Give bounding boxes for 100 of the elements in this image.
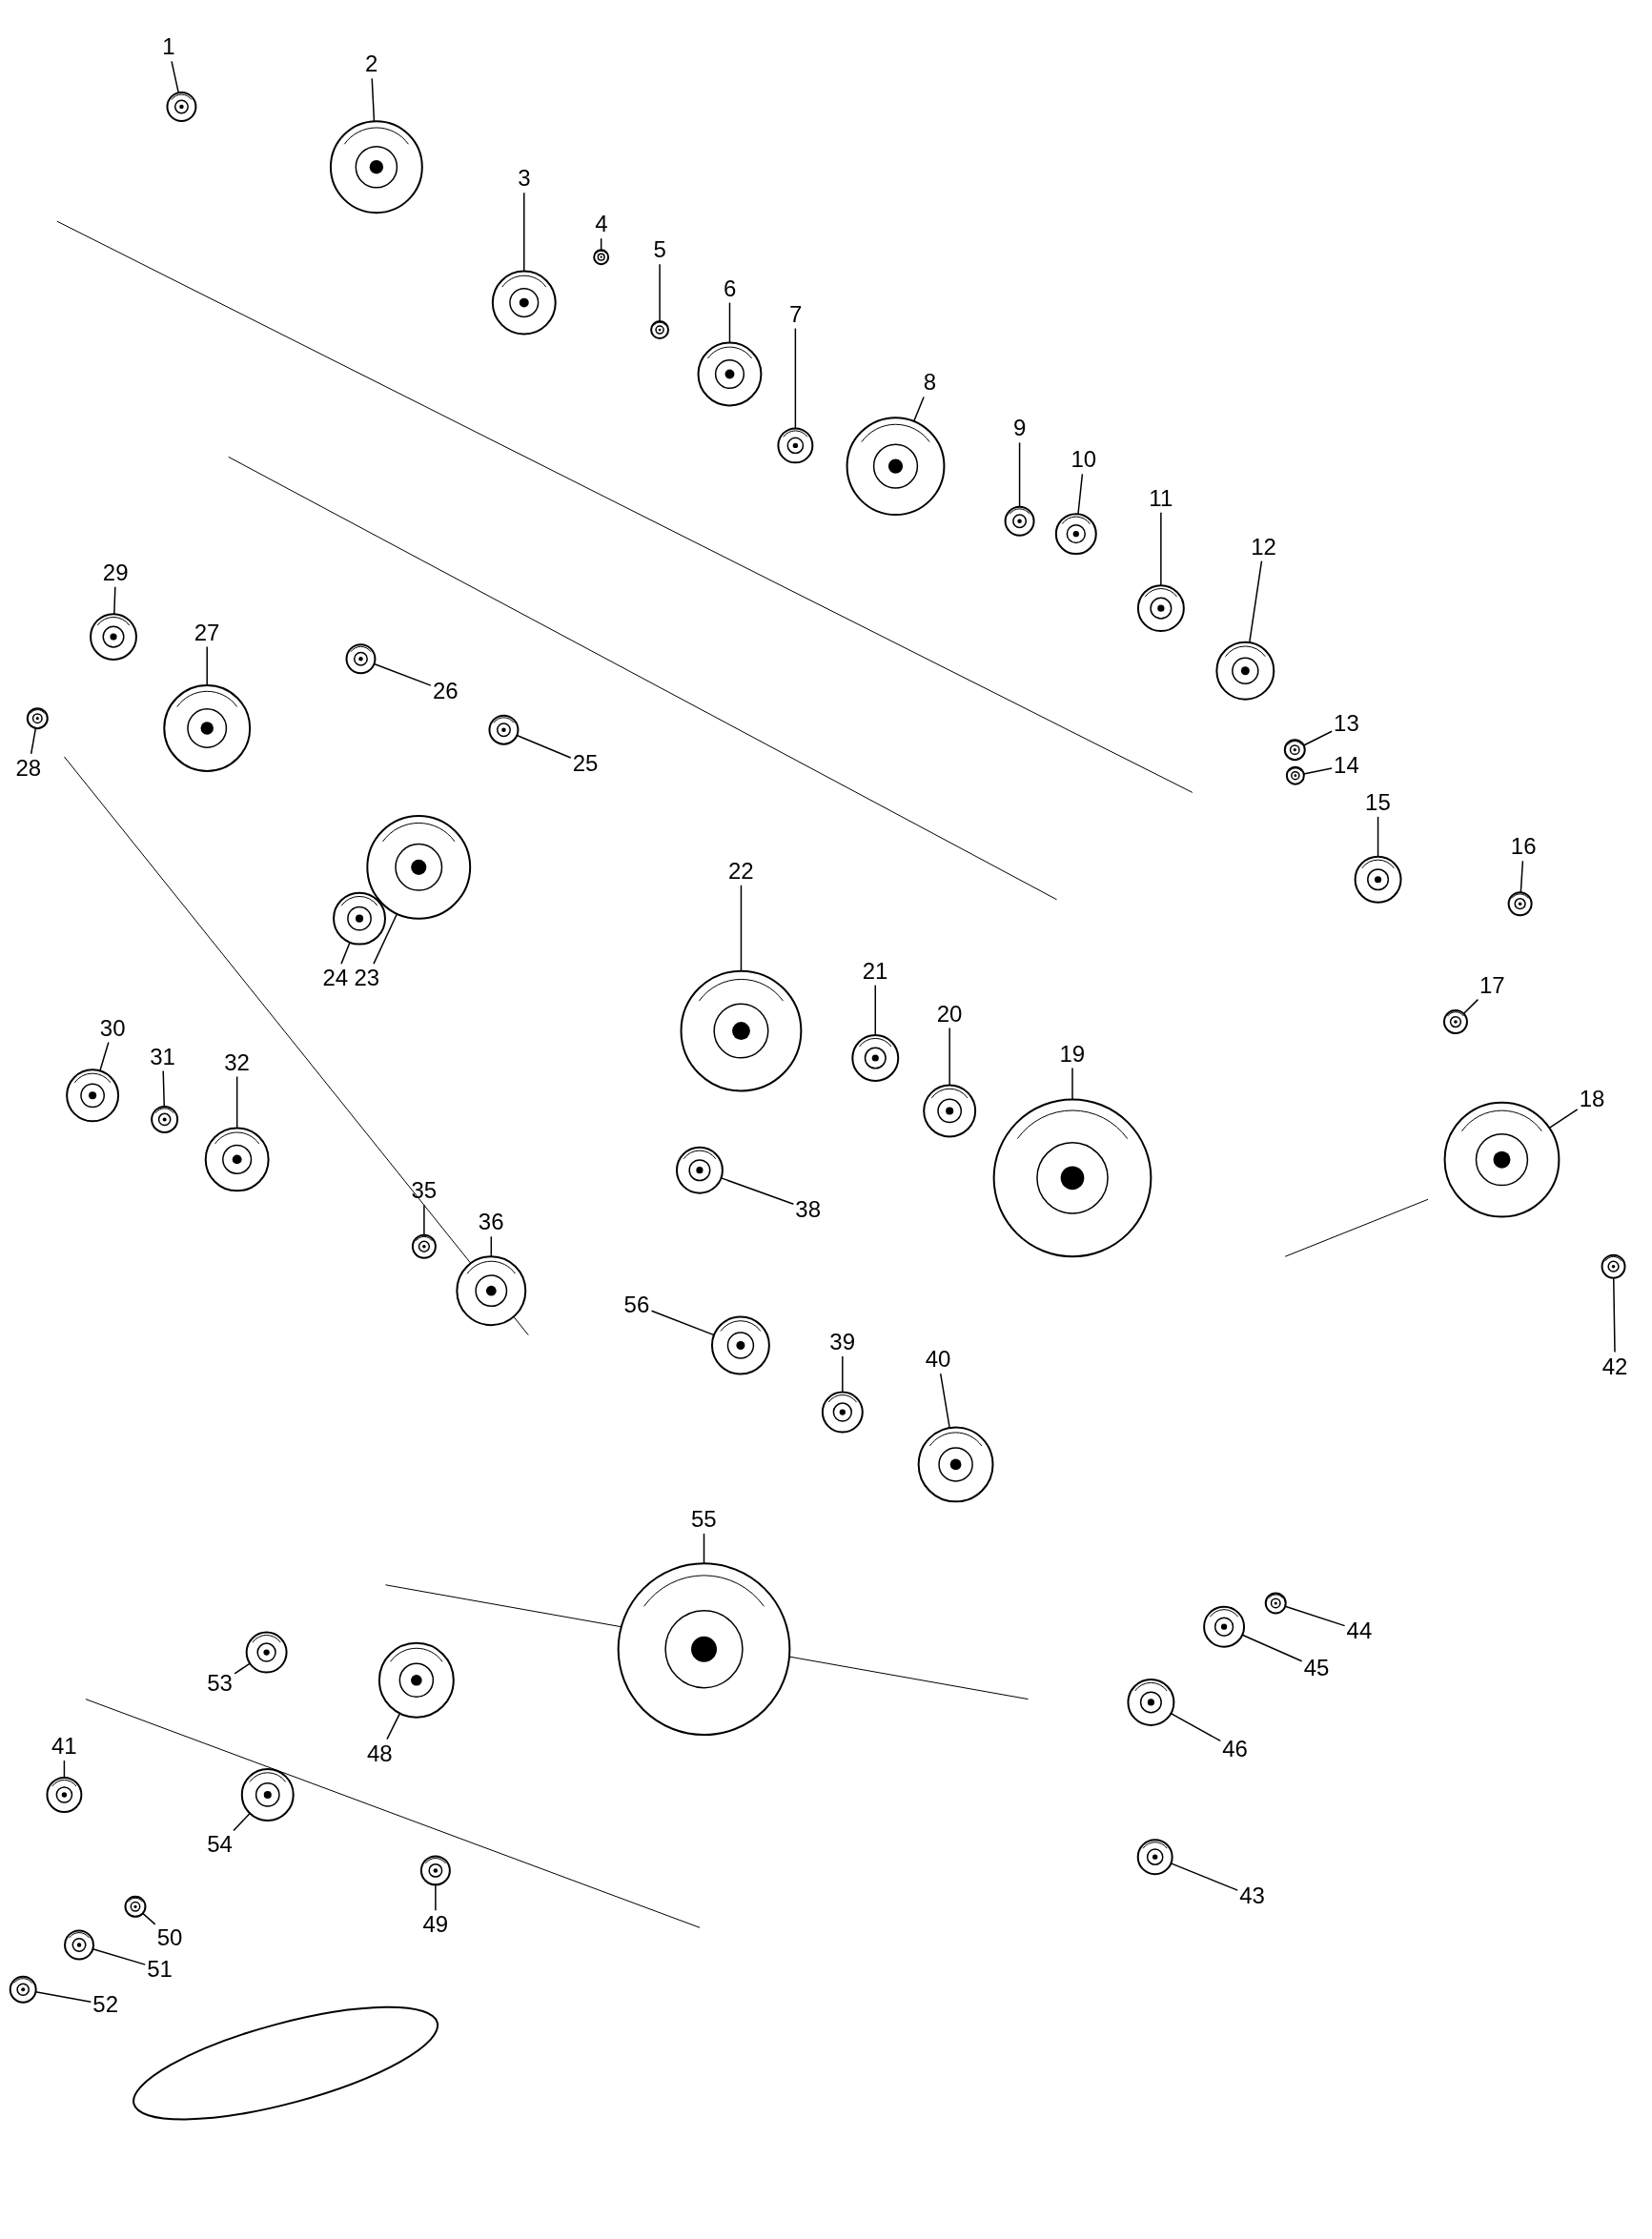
leader-line bbox=[1249, 560, 1263, 643]
leader-line bbox=[794, 327, 797, 430]
leader-line bbox=[842, 1355, 844, 1394]
callout-number: 15 bbox=[1365, 789, 1391, 815]
part-drawing bbox=[1601, 1253, 1626, 1279]
leader-line bbox=[1077, 473, 1084, 516]
callout-number: 44 bbox=[1346, 1618, 1373, 1643]
part-drawing bbox=[166, 92, 197, 122]
callout-number: 54 bbox=[207, 1832, 233, 1858]
leader-line bbox=[490, 1235, 493, 1257]
leader-line bbox=[234, 1662, 251, 1675]
part-drawing bbox=[26, 707, 49, 730]
part-drawing bbox=[992, 1098, 1152, 1258]
leader-line bbox=[142, 1912, 156, 1925]
part-drawing bbox=[329, 120, 423, 214]
leader-line bbox=[99, 1041, 110, 1072]
callout-number: 12 bbox=[1251, 534, 1276, 560]
leader-line bbox=[523, 192, 525, 273]
part-drawing bbox=[697, 341, 763, 407]
part-drawing bbox=[46, 1777, 83, 1813]
part-drawing bbox=[488, 714, 520, 745]
callout-number: 30 bbox=[99, 1015, 126, 1041]
part-drawing bbox=[124, 1895, 147, 1918]
callout-number: 7 bbox=[788, 301, 803, 327]
leader-line bbox=[162, 1069, 165, 1108]
part-drawing bbox=[1285, 765, 1305, 785]
part-drawing bbox=[777, 427, 814, 464]
part-drawing bbox=[151, 1105, 179, 1133]
leader-line bbox=[1377, 816, 1379, 858]
callout-number: 24 bbox=[322, 966, 349, 991]
part-drawing bbox=[851, 1034, 900, 1082]
callout-number: 46 bbox=[1222, 1737, 1248, 1762]
leader-line bbox=[703, 1533, 705, 1565]
part-drawing bbox=[204, 1127, 270, 1192]
part-drawing bbox=[1264, 1592, 1287, 1615]
leader-line bbox=[1160, 512, 1162, 586]
leader-line bbox=[340, 941, 351, 965]
part-drawing bbox=[66, 1069, 120, 1123]
leader-line bbox=[171, 60, 179, 94]
leader-line bbox=[371, 77, 376, 123]
leader-line bbox=[1170, 1712, 1221, 1742]
part-drawing bbox=[411, 1233, 437, 1259]
part-drawing bbox=[1507, 891, 1533, 917]
leader-line bbox=[1302, 767, 1333, 775]
part-drawing bbox=[64, 1929, 94, 1961]
part-drawing bbox=[345, 643, 377, 675]
callout-number: 49 bbox=[422, 1912, 449, 1938]
callout-number: 32 bbox=[224, 1049, 250, 1075]
callout-number: 43 bbox=[1239, 1883, 1265, 1909]
part-drawing bbox=[593, 249, 610, 266]
callout-number: 22 bbox=[727, 858, 754, 884]
callout-number: 26 bbox=[432, 679, 459, 704]
part-drawing bbox=[1354, 855, 1402, 904]
callout-number: 35 bbox=[411, 1178, 438, 1204]
leader-line bbox=[373, 912, 398, 965]
leader-line bbox=[1071, 1067, 1073, 1101]
callout-number: 28 bbox=[15, 755, 42, 781]
callout-number: 8 bbox=[923, 370, 937, 396]
callout-number: 41 bbox=[51, 1734, 77, 1760]
callout-number: 10 bbox=[1071, 447, 1097, 473]
part-drawing bbox=[1054, 513, 1097, 556]
leader-line bbox=[912, 396, 925, 422]
part-drawing bbox=[917, 1426, 994, 1503]
callout-number: 3 bbox=[518, 166, 531, 192]
part-drawing bbox=[377, 1641, 455, 1719]
callout-number: 40 bbox=[925, 1347, 951, 1373]
part-drawing bbox=[456, 1255, 527, 1327]
leader-line bbox=[1241, 1634, 1303, 1662]
part-drawing bbox=[710, 1315, 770, 1375]
callout-number: 51 bbox=[147, 1956, 173, 1982]
leader-line bbox=[1462, 998, 1479, 1015]
leader-line bbox=[1284, 1605, 1346, 1627]
leader-line bbox=[1519, 860, 1524, 893]
leader-line bbox=[206, 645, 208, 686]
leader-line bbox=[659, 263, 661, 322]
callout-number: 45 bbox=[1303, 1655, 1330, 1680]
part-drawing bbox=[1136, 584, 1185, 633]
callout-number: 16 bbox=[1510, 834, 1537, 860]
callout-number: 14 bbox=[1334, 752, 1359, 778]
part-drawing bbox=[90, 613, 137, 662]
callout-number: 6 bbox=[723, 275, 737, 301]
leader-line bbox=[874, 984, 876, 1036]
leader-line bbox=[740, 885, 743, 972]
part-drawing bbox=[617, 1562, 791, 1737]
part-drawing bbox=[366, 814, 472, 920]
part-drawing bbox=[491, 270, 557, 336]
callout-number: 11 bbox=[1149, 485, 1173, 511]
part-drawing bbox=[163, 684, 252, 772]
callout-number: 29 bbox=[102, 560, 129, 585]
part-drawing bbox=[1283, 739, 1306, 762]
callout-number: 27 bbox=[194, 620, 220, 645]
leader-line bbox=[600, 237, 602, 251]
callout-number: 31 bbox=[150, 1044, 175, 1069]
leader-line bbox=[1613, 1276, 1616, 1354]
leader-line bbox=[1018, 441, 1021, 508]
leader-line bbox=[728, 301, 731, 344]
callout-number: 25 bbox=[572, 751, 599, 777]
part-drawing bbox=[821, 1391, 864, 1434]
callout-number: 13 bbox=[1334, 711, 1359, 737]
callout-number: 23 bbox=[354, 966, 380, 991]
